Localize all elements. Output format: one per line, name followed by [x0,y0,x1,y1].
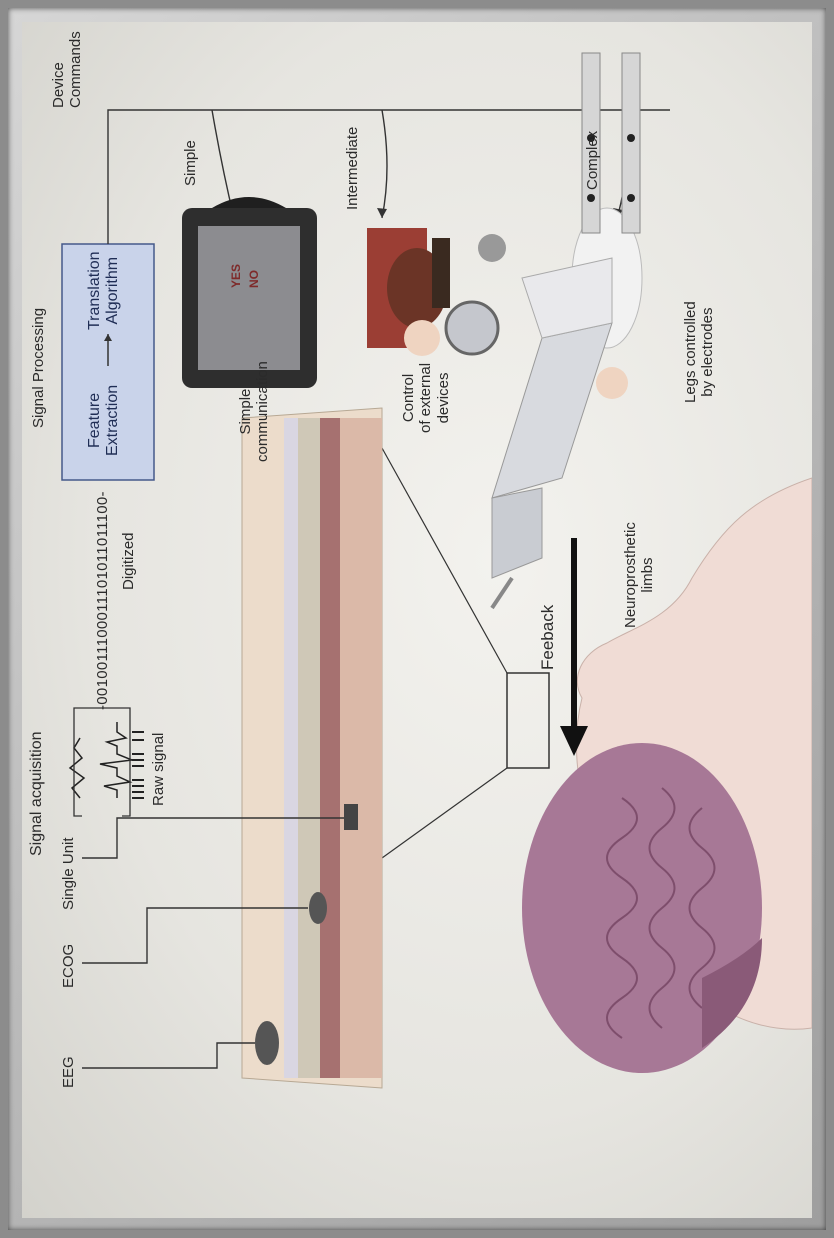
translation-word: Translation [86,251,104,330]
ecog-electrode [309,892,327,924]
feature-extraction-label: Feature Extraction [86,385,123,456]
neuroprosthetic-limbs-label: Neuroprosthetic limbs [622,522,657,628]
control-devices-label: Control of external devices [400,363,452,433]
device-commands-header: Device Commands [50,31,85,108]
ecog-trace [100,722,132,798]
limbs-line-1: Neuroprosthetic [622,522,639,628]
simple-comm-line-1: Simple [237,361,254,462]
raw-signal-label: Raw signal [150,733,167,806]
skull-layer [284,418,298,1078]
intermediate-arrow [382,110,387,218]
cortex-layer [320,418,340,1078]
extraction-word: Extraction [104,385,122,456]
translation-algorithm-label: Translation Algorithm [86,251,123,330]
feedback-label: Feeback [538,605,558,670]
tissue-layer [340,418,382,1078]
simple-communication-label: Simple communication [237,361,272,462]
simple-label: Simple [182,140,199,186]
device-word: Device [50,31,67,108]
complex-label: Complex [584,131,601,190]
control-line-1: Control [400,363,417,433]
algorithm-word: Algorithm [104,251,122,330]
eeg-label: EEG [60,1056,77,1088]
screen-no: NO [248,270,262,288]
prosthetic-arm-illustration [492,258,612,608]
zoom-box [507,673,549,768]
rotated-diagram: Signal acquisition EEG ECOG Single Unit … [22,22,812,1218]
feature-word: Feature [86,385,104,456]
signal-acquisition-header: Signal acquisition [28,731,46,856]
diagram-canvas: Signal acquisition EEG ECOG Single Unit … [22,22,812,1218]
screen-yes: YES [230,264,244,288]
ecog-label: ECOG [60,944,77,988]
legs-controlled-label: Legs controlled by electrodes [682,301,717,403]
control-line-3: devices [435,363,452,433]
signal-processing-header: Signal Processing [30,308,47,428]
digitized-bits: -0010011100011101011011100- [94,491,111,710]
commands-word: Commands [67,31,84,108]
monitor-illustration [182,197,317,388]
eeg-electrode [255,1021,279,1065]
wheelchair-illustration [367,228,506,356]
intermediate-label: Intermediate [344,127,361,210]
diagram-graphics [22,22,812,1218]
simple-comm-line-2: communication [254,361,271,462]
bone-layer [298,418,320,1078]
eeg-trace [70,738,84,798]
zoom-line-2 [382,448,507,673]
single-unit-electrode [344,804,358,830]
spike-trace [132,732,144,798]
digitized-label: Digitized [120,532,137,590]
limbs-line-2: limbs [639,522,656,628]
eeg-wire [82,1043,255,1068]
legs-line-2: by electrodes [699,301,716,403]
control-line-2: of external [417,363,434,433]
single-unit-label: Single Unit [60,837,77,910]
legs-line-1: Legs controlled [682,301,699,403]
zoom-line-1 [382,768,507,858]
